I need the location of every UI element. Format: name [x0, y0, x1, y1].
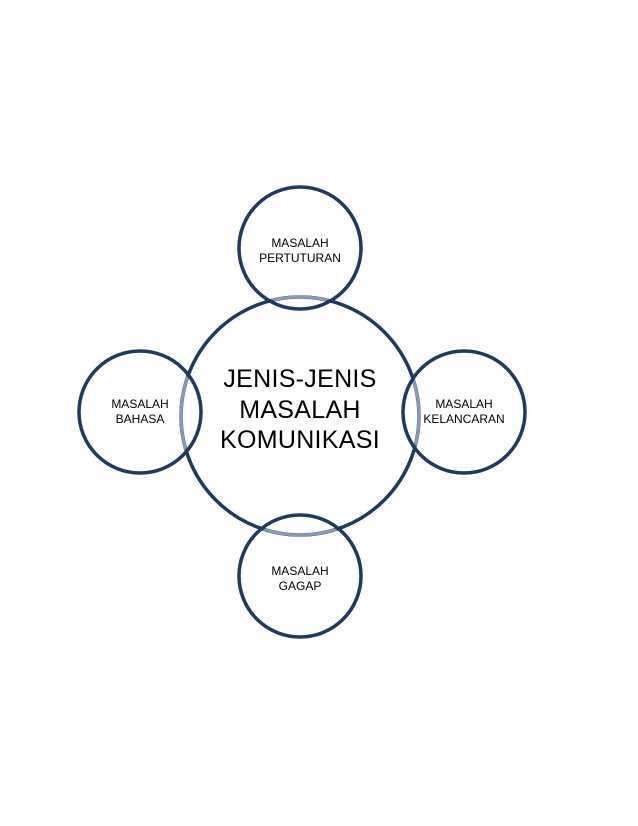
- overlap-arc-bottom: [241, 517, 359, 537]
- right-label-line-1: MASALAH: [435, 397, 493, 411]
- right-label: MASALAH KELANCARAN: [404, 397, 524, 426]
- right-circle: [401, 349, 527, 475]
- bottom-label-line-1: MASALAH: [271, 564, 329, 578]
- overlap-arc-top: [241, 295, 359, 307]
- top-label-line-1: MASALAH: [271, 236, 329, 250]
- top-circle: [237, 185, 363, 311]
- bottom-label: MASALAH GAGAP: [240, 564, 360, 593]
- overlap-arc-right: [405, 353, 421, 471]
- left-label-line-1: MASALAH: [111, 397, 169, 411]
- center-label-line-3: KOMUNIKASI: [220, 426, 380, 454]
- right-label-line-2: KELANCARAN: [423, 411, 505, 426]
- center-label-line-1: JENIS-JENIS: [223, 365, 377, 393]
- top-label-line-2: PERTUTURAN: [259, 250, 341, 265]
- bottom-circle: [237, 513, 363, 639]
- top-label: MASALAH PERTUTURAN: [240, 236, 360, 265]
- center-label-line-2: MASALAH: [239, 395, 361, 424]
- center-label: JENIS-JENIS MASALAH KOMUNIKASI: [200, 364, 400, 456]
- bottom-label-line-2: GAGAP: [278, 578, 322, 593]
- overlap-arc-left: [179, 353, 199, 471]
- left-label-line-2: BAHASA: [115, 411, 165, 426]
- left-circle: [77, 349, 203, 475]
- left-label: MASALAH BAHASA: [90, 397, 190, 426]
